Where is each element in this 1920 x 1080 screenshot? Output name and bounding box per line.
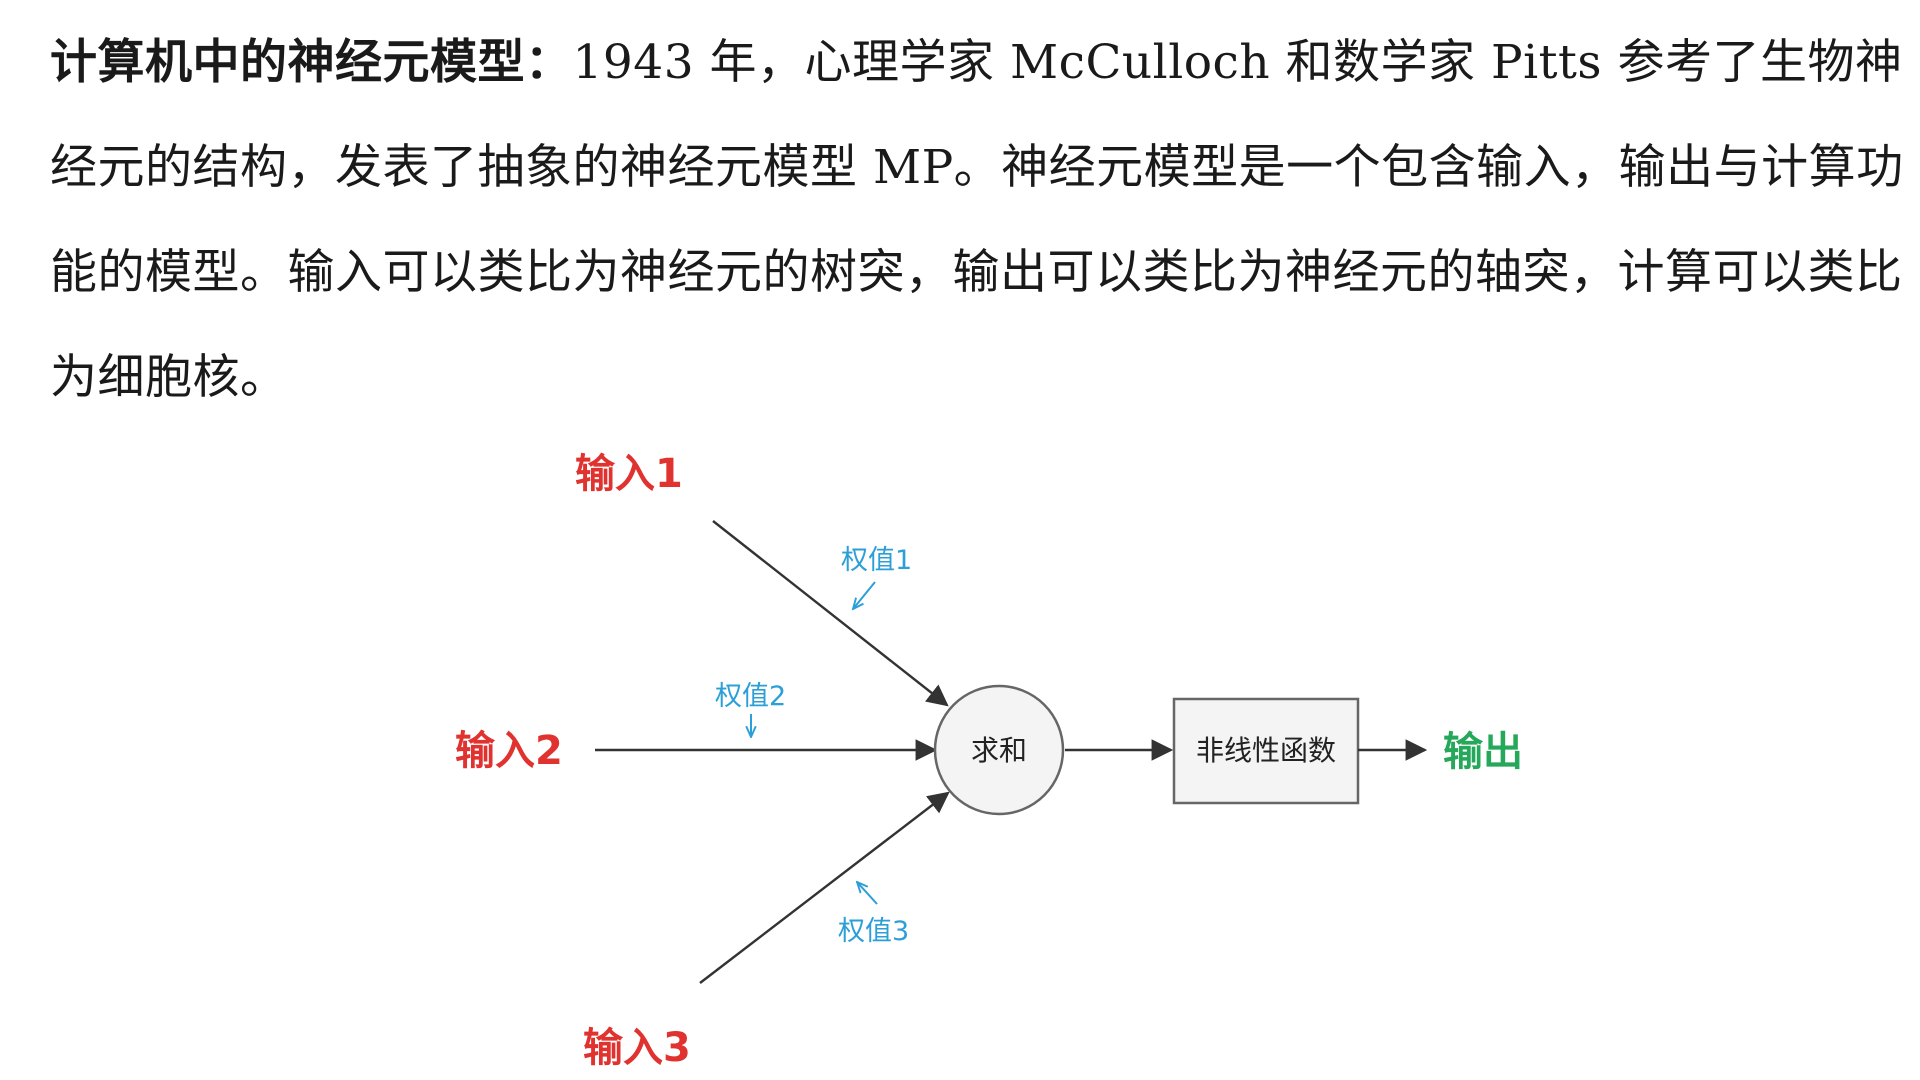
weight1-pointer-arrow: [853, 581, 876, 609]
weight2-label: 权值2: [715, 681, 786, 712]
input3-label: 输入3: [583, 1025, 691, 1071]
sum-node-label: 求和: [971, 734, 1027, 767]
weight3-label: 权值3: [838, 916, 909, 947]
intro-paragraph: 计算机中的神经元模型：1943 年，心理学家 McCulloch 和数学家 Pi…: [50, 10, 1910, 430]
paragraph-body: 1943 年，心理学家 McCulloch 和数学家 Pitts 参考了生物神经…: [50, 35, 1904, 405]
sum-node: [933, 684, 1065, 816]
weight3-pointer-arrow: [857, 882, 878, 905]
activation-function-label: 非线性函数: [1196, 734, 1336, 767]
input1-label: 输入1: [575, 451, 683, 497]
edge-input3-to-sum: [699, 791, 950, 984]
activation-function-box: [1172, 697, 1360, 805]
paragraph-lead-heading: 计算机中的神经元模型：: [50, 35, 573, 90]
weight1-label: 权值1: [841, 545, 912, 576]
output-label: 输出: [1443, 729, 1523, 775]
neuron-model-diagram: 求和 非线性函数 输入1 输入2 输入3 权值1 权值2 权值3 输出: [445, 435, 1535, 1075]
input2-label: 输入2: [455, 728, 563, 774]
edge-input1-to-sum: [712, 520, 949, 707]
